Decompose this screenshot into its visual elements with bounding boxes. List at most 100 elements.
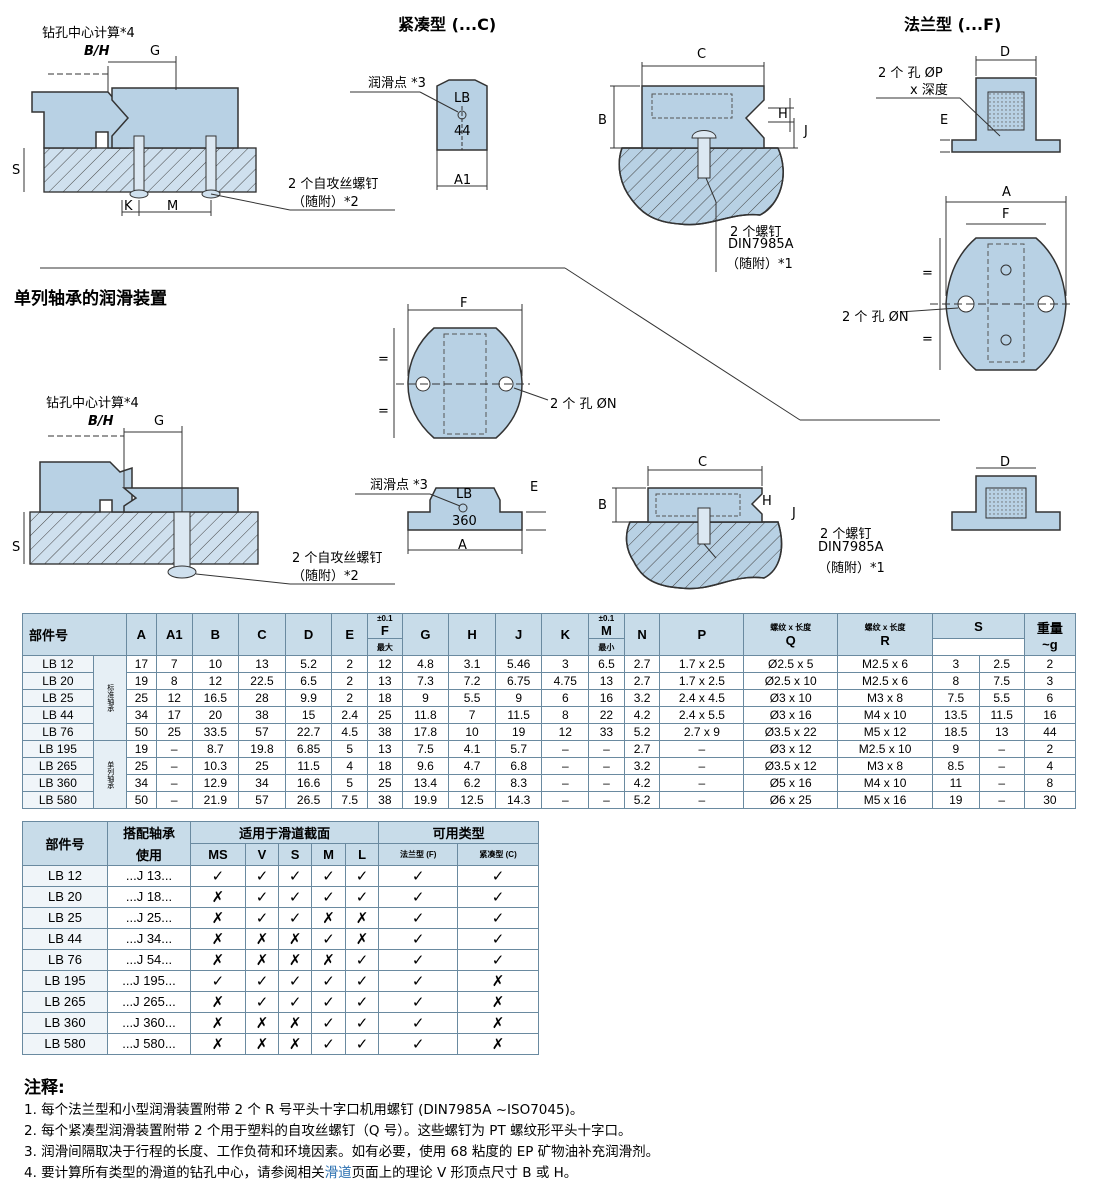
part-number-cell: LB 12 — [22, 655, 94, 673]
table-cell: 19 — [932, 791, 980, 809]
r-thread-len: 螺纹 x 长度 — [864, 622, 906, 632]
table-cell: 13.5 — [932, 706, 980, 724]
check-cell: ✓ — [311, 885, 346, 908]
compat-col-ms: MS — [190, 843, 246, 866]
note-4-text-b: 页面上的理论 V 形顶点尺寸 B 或 H。 — [351, 1165, 578, 1181]
table-cell: 9.6 — [401, 757, 450, 775]
part-number-cell: LB 76 — [22, 723, 94, 741]
bearing-cell: ...J 265... — [107, 990, 191, 1013]
table-cell: 8 — [541, 706, 590, 724]
compat-col-bearing-2: 使用 — [107, 843, 191, 866]
check-cell: ✗ — [457, 969, 539, 992]
part-number-cell: LB 580 — [22, 1032, 108, 1055]
check-cell: ✗ — [457, 1011, 539, 1034]
table-cell: 17 — [155, 706, 193, 724]
table-cell: Ø2.5 x 10 — [743, 672, 839, 690]
check-cell: ✗ — [278, 948, 313, 971]
table-cell: – — [978, 740, 1025, 758]
table-cell: 7.2 — [448, 672, 496, 690]
col-p: P — [659, 613, 745, 656]
table-cell: 12 — [541, 723, 590, 741]
eq-mark-1: = — [922, 266, 933, 281]
table-row: LB 195...J 195...✓✓✓✓✓✓✗ — [22, 969, 539, 992]
table-cell: 3.1 — [448, 655, 496, 673]
part-number-cell: LB 44 — [22, 927, 108, 950]
small-front-view — [355, 487, 546, 554]
table-cell: 25 — [125, 689, 157, 707]
screw-label-bottom-2: DIN7985A — [818, 540, 884, 555]
flange-end-view — [951, 467, 1061, 531]
h-label-top: H — [778, 107, 788, 122]
self-tap-label-3: 2 个自攻丝螺钉 — [292, 551, 383, 566]
check-cell: ✗ — [190, 1011, 246, 1034]
f-label-flange: F — [1002, 207, 1010, 222]
drill-calc-label-2: 钻孔中心计算*4 — [46, 396, 139, 411]
check-cell: ✓ — [278, 885, 313, 908]
col-s-min: 最小 — [588, 638, 625, 656]
check-cell: ✗ — [190, 906, 246, 929]
check-cell: ✓ — [344, 864, 380, 887]
table-cell: 19 — [125, 672, 157, 690]
notes-title: 注释: — [24, 1078, 65, 1098]
bearing-cell: ...J 195... — [107, 969, 191, 992]
part-number-cell: LB 76 — [22, 948, 108, 971]
table-cell: 13 — [588, 672, 625, 690]
lb-label-2: LB — [456, 487, 473, 502]
check-cell: ✓ — [378, 948, 459, 971]
check-cell: ✗ — [457, 1032, 539, 1055]
table-cell: 6.2 — [448, 774, 496, 792]
table-cell: 4.8 — [401, 655, 450, 673]
check-cell: ✓ — [190, 864, 246, 887]
check-cell: ✓ — [378, 885, 459, 908]
bearing-cell: ...J 25... — [107, 906, 191, 929]
check-cell: ✓ — [344, 948, 380, 971]
check-cell: ✗ — [244, 927, 280, 950]
check-cell: ✗ — [278, 1011, 313, 1034]
tol-f: ±0.1 — [377, 614, 393, 623]
check-cell: ✓ — [344, 990, 380, 1013]
weight-unit: ~g — [1042, 636, 1058, 652]
table-cell: Ø3.5 x 22 — [743, 723, 839, 741]
check-cell: ✗ — [311, 906, 346, 929]
table-cell: 3 — [1023, 672, 1077, 690]
part-number-cell: LB 20 — [22, 672, 94, 690]
table-cell: M2.5 x 10 — [837, 740, 933, 758]
check-cell: ✓ — [278, 906, 313, 929]
table-cell: 19.8 — [238, 740, 286, 758]
table-cell: 2 — [1023, 655, 1077, 673]
table-cell: 13.4 — [401, 774, 450, 792]
part-number-cell: LB 265 — [22, 757, 94, 775]
note-4: 4. 要计算所有类型的滑道的钻孔中心，请参阅相关滑道页面上的理论 V 形顶点尺寸… — [24, 1163, 1074, 1184]
col-n: N — [623, 613, 661, 656]
rail-link[interactable]: 滑道 — [324, 1165, 352, 1181]
table-cell: 18 — [367, 757, 403, 775]
table-cell: 2.4 x 5.5 — [659, 706, 745, 724]
table-cell: 4.1 — [448, 740, 496, 758]
table-cell: 9.9 — [284, 689, 333, 707]
eq-mark-3: = — [378, 352, 389, 367]
col-b: B — [191, 613, 240, 656]
check-cell: ✗ — [344, 927, 380, 950]
self-tap-label-2: （随附）*2 — [292, 195, 359, 210]
lb-label: LB — [454, 91, 471, 106]
table-cell: 5.46 — [494, 655, 543, 673]
table-cell: 16 — [1023, 706, 1077, 724]
check-cell: ✓ — [244, 990, 280, 1013]
col-s: S — [932, 613, 1025, 639]
e-label-top: E — [940, 113, 949, 128]
table-cell: 11 — [932, 774, 980, 792]
part-number-cell: LB 25 — [22, 689, 94, 707]
table-cell: Ø3 x 10 — [743, 689, 839, 707]
table-cell: 12.9 — [191, 774, 240, 792]
screw-label-bottom-1: 2 个螺钉 — [820, 527, 872, 542]
check-cell: ✓ — [378, 864, 459, 887]
check-cell: ✓ — [378, 1011, 459, 1034]
heading-compact: 紧凑型 (...C) — [398, 15, 497, 34]
